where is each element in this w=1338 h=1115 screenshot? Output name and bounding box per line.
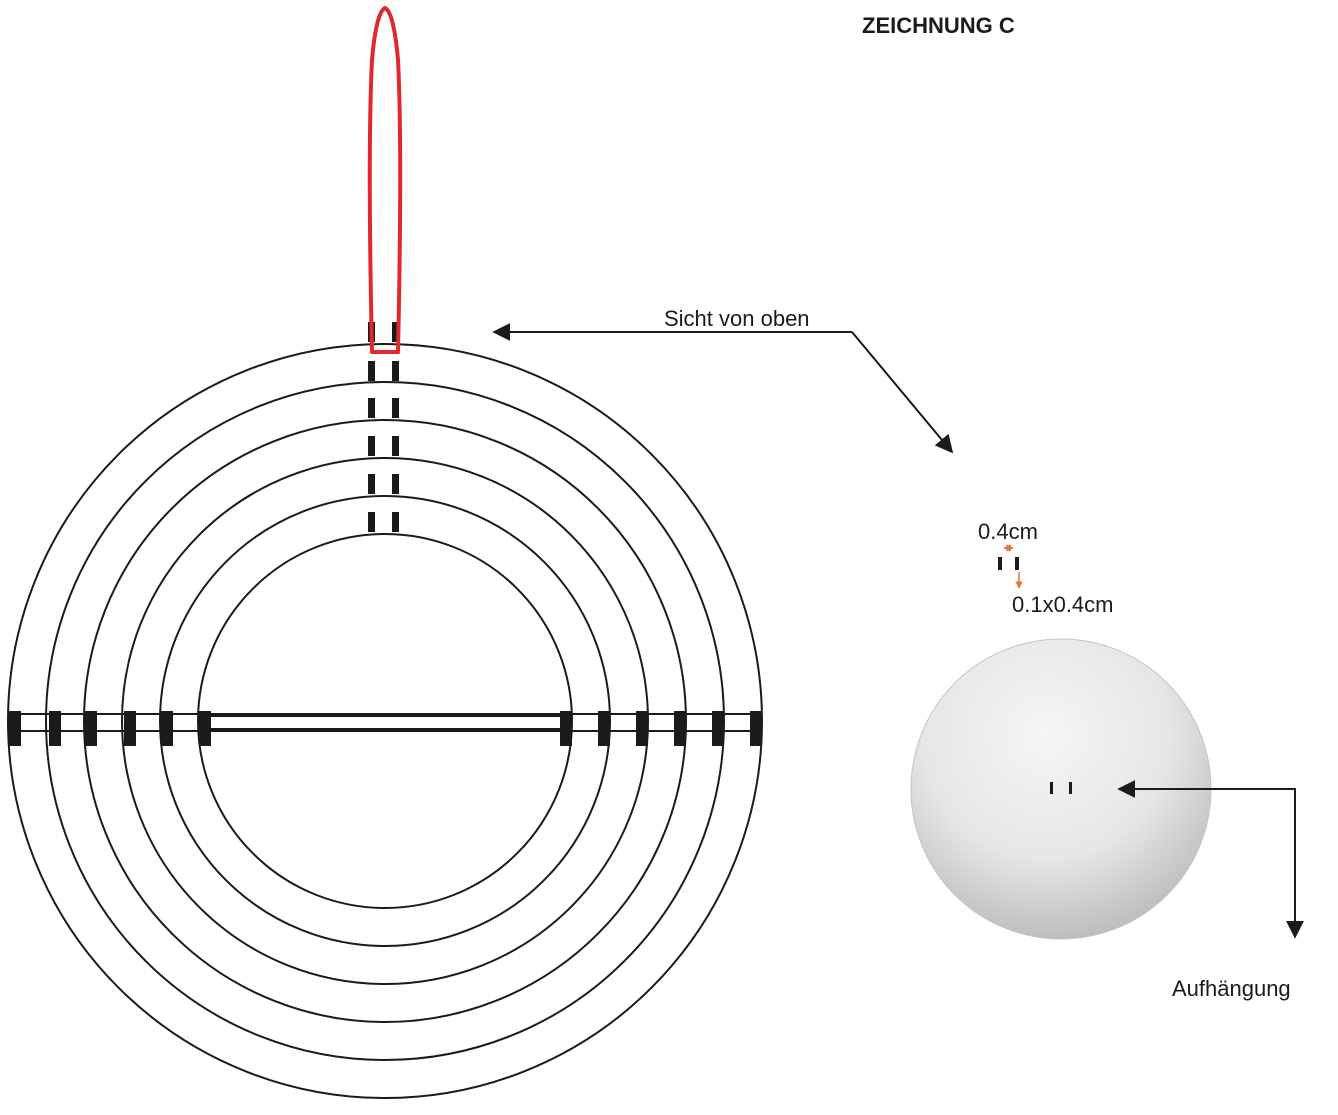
band-slot: [636, 711, 648, 746]
band-slot: [598, 711, 610, 746]
band-slots: [9, 711, 762, 746]
concentric-rings: [7, 343, 763, 1099]
view-leader-arrows: [492, 323, 954, 454]
band-slot: [674, 711, 686, 746]
ring-6: [197, 533, 573, 909]
band-slot: [49, 711, 61, 746]
hanging-label: Aufhängung: [1172, 976, 1291, 1001]
band-slot: [560, 711, 572, 746]
view-label: Sicht von oben: [664, 306, 810, 331]
gap-label: 0.4cm: [978, 519, 1038, 544]
band-slot: [161, 711, 173, 746]
band-slot: [124, 711, 136, 746]
hanging-loop: [367, 5, 403, 354]
hanging-leader-arrows: [1117, 780, 1304, 939]
ring-3: [83, 419, 687, 1023]
slot-size-label: 0.1x0.4cm: [1012, 592, 1114, 617]
slot-detail: [998, 544, 1023, 589]
band-slot: [9, 711, 21, 746]
ring-2: [45, 381, 725, 1061]
drawing-title: ZEICHNUNG C: [862, 13, 1015, 38]
band-slot: [750, 711, 762, 746]
band-slot: [712, 711, 724, 746]
ring-5: [159, 495, 611, 947]
ball-slots: [1050, 782, 1072, 794]
band-slot: [85, 711, 97, 746]
band-slot: [199, 711, 211, 746]
